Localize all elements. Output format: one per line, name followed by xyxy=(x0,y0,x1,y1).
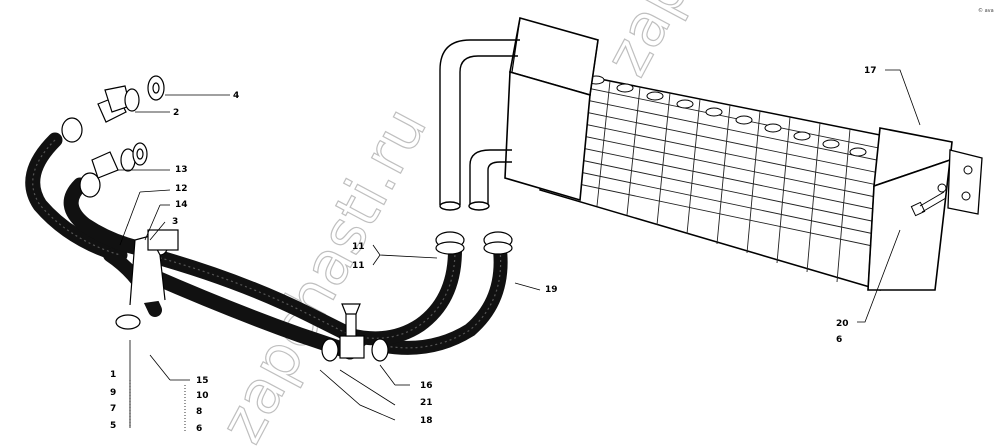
hose-clamps xyxy=(61,117,513,362)
watermark-text-2: zapchasti.ru xyxy=(591,0,825,87)
watermark-top: zapchasti.ru xyxy=(591,0,826,88)
callout-9: 9 xyxy=(110,388,116,398)
callout-16: 16 xyxy=(420,381,433,391)
callout-6-left: 6 xyxy=(196,424,202,434)
callout-6-right: 6 xyxy=(836,335,842,345)
watermark: zapchasti.ru xyxy=(206,96,441,447)
radiator-fins xyxy=(549,74,899,283)
hose-19 xyxy=(373,243,508,355)
callout-labels: 4 2 13 12 14 3 11 11 19 17 20 6 1 9 7 5 … xyxy=(110,66,877,434)
hose-bracket xyxy=(115,229,179,330)
mounting-bracket xyxy=(947,149,983,215)
callout-7: 7 xyxy=(110,404,116,414)
leader-lines xyxy=(118,69,921,428)
bolt-20 xyxy=(910,183,947,217)
left-tank xyxy=(504,16,599,202)
right-tank xyxy=(867,127,953,291)
fittings-upper xyxy=(91,75,165,179)
callout-5: 5 xyxy=(110,421,116,431)
callout-2: 2 xyxy=(173,108,179,118)
callout-11-a: 11 xyxy=(352,242,365,252)
callout-18: 18 xyxy=(420,416,433,426)
corner-mark: © ava xyxy=(978,7,994,14)
callout-21: 21 xyxy=(420,398,433,408)
callout-4: 4 xyxy=(233,91,239,101)
callout-14: 14 xyxy=(175,200,188,210)
flexible-hoses xyxy=(25,132,508,360)
callout-8: 8 xyxy=(196,407,202,417)
rigid-pipes xyxy=(439,39,520,211)
callout-19: 19 xyxy=(545,285,558,295)
callout-13: 13 xyxy=(175,165,188,175)
callout-20: 20 xyxy=(836,319,849,329)
callout-12: 12 xyxy=(175,184,188,194)
watermark-text: zapchasti.ru xyxy=(206,97,440,447)
callout-separators xyxy=(129,380,186,432)
callout-3: 3 xyxy=(172,217,178,227)
callout-17: 17 xyxy=(864,66,877,76)
top-tank-holes xyxy=(587,75,867,157)
callout-11-b: 11 xyxy=(352,261,365,271)
callout-10: 10 xyxy=(196,391,209,401)
callout-1: 1 xyxy=(110,370,116,380)
oil-cooler-radiator xyxy=(504,16,983,291)
tee-connector-21 xyxy=(339,303,365,359)
callout-15: 15 xyxy=(196,376,209,386)
